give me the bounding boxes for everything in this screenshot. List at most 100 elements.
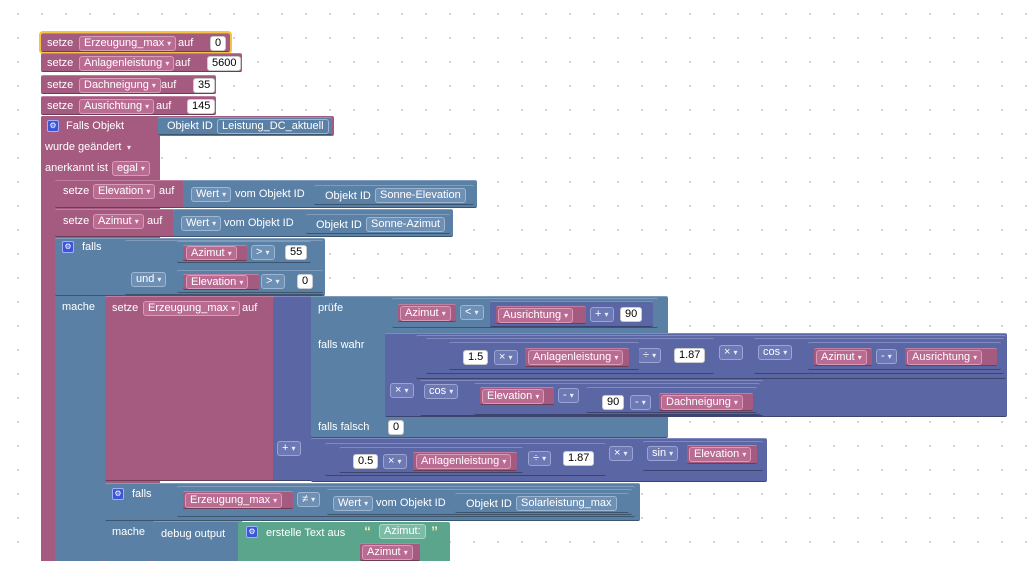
gear-icon[interactable]: ⚙: [62, 241, 74, 253]
value-input-anlagenleistung[interactable]: 5600: [207, 56, 242, 71]
wert-dropdown[interactable]: Wert ▾: [181, 216, 222, 231]
var-dropdown-dachneigung[interactable]: Dachneigung ▾: [79, 78, 161, 93]
operator-minus-dropdown[interactable]: - ▾: [876, 349, 897, 364]
get-anlagenleistung[interactable]: Anlagenleistung ▾: [413, 452, 517, 471]
set-erzeugung-max-block[interactable]: setze Erzeugung_max ▾ auf 0: [39, 31, 232, 54]
operator-times-dropdown[interactable]: × ▾: [719, 345, 743, 360]
debug-output-block[interactable]: debug output: [153, 521, 243, 561]
operator-times-dropdown[interactable]: × ▾: [390, 383, 414, 398]
var-dropdown-azimut[interactable]: Azimut ▾: [93, 214, 144, 229]
value-90[interactable]: 90: [620, 307, 643, 322]
var-dropdown-anlagenleistung[interactable]: Anlagenleistung ▾: [79, 56, 175, 71]
var-elevation[interactable]: Elevation ▾: [689, 447, 752, 462]
set-ausrichtung-block[interactable]: setze Ausrichtung ▾ auf 145: [41, 96, 216, 115]
get-azimut[interactable]: Azimut ▾: [814, 348, 872, 366]
var-dropdown-ausrichtung[interactable]: Ausrichtung ▾: [79, 99, 155, 114]
get-azimut[interactable]: Azimut ▾: [183, 245, 247, 261]
value-input-erzeugung-max[interactable]: 0: [210, 36, 227, 51]
get-elevation[interactable]: Elevation ▾: [687, 445, 757, 464]
object-id-block[interactable]: Objekt ID Sonne-Azimut: [306, 214, 450, 234]
var-dachneigung[interactable]: Dachneigung ▾: [661, 395, 743, 410]
get-value-azimut-block[interactable]: Wert ▾ vom Objekt ID Objekt ID Sonne-Azi…: [173, 209, 453, 237]
operator-minus-dropdown[interactable]: - ▾: [558, 388, 579, 403]
operator-divide-dropdown[interactable]: ÷ ▾: [528, 451, 552, 466]
compare-elevation-gt-block[interactable]: Elevation ▾ > ▾ 0: [177, 270, 323, 293]
get-azimut[interactable]: Azimut ▾: [398, 304, 456, 322]
get-ausrichtung[interactable]: Ausrichtung ▾: [905, 348, 997, 366]
get-elevation[interactable]: Elevation ▾: [480, 387, 554, 405]
trig-function-dropdown[interactable]: cos ▾: [424, 384, 459, 399]
set-dachneigung-block[interactable]: setze Dachneigung ▾ auf 35: [41, 75, 216, 94]
get-value-solarleistung-block[interactable]: Wert ▾ vom Objekt ID Objekt ID Solarleis…: [327, 489, 632, 515]
get-azimut[interactable]: Azimut ▾: [360, 543, 420, 561]
value-input-dachneigung[interactable]: 35: [193, 78, 216, 93]
var-ausrichtung[interactable]: Ausrichtung ▾: [498, 308, 574, 323]
text-literal-block[interactable]: “ Azimut: ”: [357, 522, 448, 542]
value-input-ausrichtung[interactable]: 145: [187, 99, 216, 114]
get-elevation[interactable]: Elevation ▾: [183, 274, 259, 290]
object-id-block[interactable]: Objekt ID Sonne-Elevation: [314, 185, 474, 205]
math-multiply-block[interactable]: 0.5 × ▾ Anlagenleistung ▾: [339, 447, 523, 473]
math-add-block[interactable]: Ausrichtung ▾ + ▾ 90: [490, 301, 653, 327]
text-value[interactable]: Azimut:: [379, 524, 426, 539]
compare-value-0[interactable]: 0: [297, 274, 314, 289]
var-azimut[interactable]: Azimut ▾: [816, 350, 867, 365]
math-multiply-block[interactable]: 1.5 × ▾ Anlagenleistung ▾: [449, 342, 639, 370]
math-minus-block[interactable]: 90 - ▾ Dachneigung ▾: [586, 387, 757, 413]
var-elevation[interactable]: Elevation ▾: [482, 389, 545, 404]
var-erzeugung-max[interactable]: Erzeugung_max ▾: [185, 493, 283, 508]
operator-gt-dropdown[interactable]: > ▾: [261, 274, 285, 289]
object-id-value[interactable]: Sonne-Elevation: [375, 188, 466, 203]
var-dropdown-elevation[interactable]: Elevation ▾: [93, 184, 156, 199]
compare-neq-block[interactable]: Erzeugung_max ▾ ≠ ▾ Wert ▾ vom Objekt ID…: [177, 486, 635, 517]
var-dropdown-erzeugung-max[interactable]: Erzeugung_max ▾: [143, 301, 241, 316]
var-azimut[interactable]: Azimut ▾: [362, 545, 413, 560]
value-0-5[interactable]: 0.5: [353, 454, 379, 469]
operator-times-dropdown[interactable]: × ▾: [383, 454, 407, 469]
operator-plus-dropdown[interactable]: + ▾: [277, 441, 301, 456]
operator-lt-dropdown[interactable]: < ▾: [460, 305, 484, 320]
operator-divide-dropdown[interactable]: ÷ ▾: [638, 348, 662, 363]
operator-times-dropdown[interactable]: × ▾: [609, 446, 633, 461]
set-anlagenleistung-block[interactable]: setze Anlagenleistung ▾ auf 5600: [41, 53, 242, 72]
math-cos-block[interactable]: cos ▾ Elevation ▾ - ▾ 90 - ▾ Dachneigung…: [420, 380, 763, 416]
set-azimut-block[interactable]: setze Azimut ▾ auf: [55, 209, 175, 237]
and-dropdown[interactable]: und ▾: [131, 272, 167, 287]
operator-minus-dropdown[interactable]: - ▾: [630, 395, 651, 410]
set-elevation-block[interactable]: setze Elevation ▾ auf: [55, 180, 185, 208]
trig-function-dropdown[interactable]: sin ▾: [647, 446, 679, 461]
math-sin-block[interactable]: sin ▾ Elevation ▾: [643, 441, 763, 471]
get-anlagenleistung[interactable]: Anlagenleistung ▾: [525, 348, 629, 367]
gear-icon[interactable]: ⚙: [246, 526, 258, 538]
get-value-elevation-block[interactable]: Wert ▾ vom Objekt ID Objekt ID Sonne-Ele…: [183, 180, 477, 208]
gear-icon[interactable]: ⚙: [47, 120, 59, 132]
operator-neq-dropdown[interactable]: ≠ ▾: [297, 492, 321, 507]
value-1-5[interactable]: 1.5: [463, 350, 489, 365]
falls-falsch-value[interactable]: 0: [388, 420, 405, 435]
var-azimut[interactable]: Azimut ▾: [400, 306, 451, 321]
value-1-87[interactable]: 1.87: [674, 348, 706, 363]
chevron-down-icon[interactable]: ▾: [127, 143, 132, 152]
object-id-block[interactable]: Objekt ID Solarleistung_max: [455, 493, 629, 513]
compare-value-55[interactable]: 55: [285, 245, 308, 260]
operator-plus-dropdown[interactable]: + ▾: [590, 307, 614, 322]
trig-function-dropdown[interactable]: cos ▾: [758, 345, 793, 360]
math-minus-block[interactable]: Azimut ▾ - ▾ Ausrichtung ▾: [808, 342, 1001, 370]
get-erzeugung-max[interactable]: Erzeugung_max ▾: [183, 491, 293, 509]
gear-icon[interactable]: ⚙: [112, 488, 124, 500]
anerkannt-dropdown[interactable]: egal ▾: [112, 161, 150, 176]
var-anlagenleistung[interactable]: Anlagenleistung ▾: [416, 454, 512, 469]
value-1-87[interactable]: 1.87: [563, 451, 595, 466]
get-dachneigung[interactable]: Dachneigung ▾: [659, 393, 753, 411]
math-minus-block[interactable]: Elevation ▾ - ▾ 90 - ▾ Dachneigung ▾: [474, 383, 760, 415]
object-id-value[interactable]: Solarleistung_max: [516, 496, 617, 511]
operator-times-dropdown[interactable]: × ▾: [494, 350, 518, 365]
var-ausrichtung[interactable]: Ausrichtung ▾: [907, 350, 983, 365]
wert-dropdown[interactable]: Wert ▾: [333, 496, 374, 511]
object-id-value[interactable]: Sonne-Azimut: [366, 217, 446, 232]
object-id-value[interactable]: Leistung_DC_aktuell: [217, 119, 329, 134]
var-anlagenleistung[interactable]: Anlagenleistung ▾: [528, 350, 624, 365]
wert-dropdown[interactable]: Wert ▾: [191, 187, 232, 202]
math-cos-block[interactable]: cos ▾ Azimut ▾ - ▾ Ausrichtung ▾: [754, 338, 1004, 374]
operator-gt-dropdown[interactable]: > ▾: [251, 245, 275, 260]
